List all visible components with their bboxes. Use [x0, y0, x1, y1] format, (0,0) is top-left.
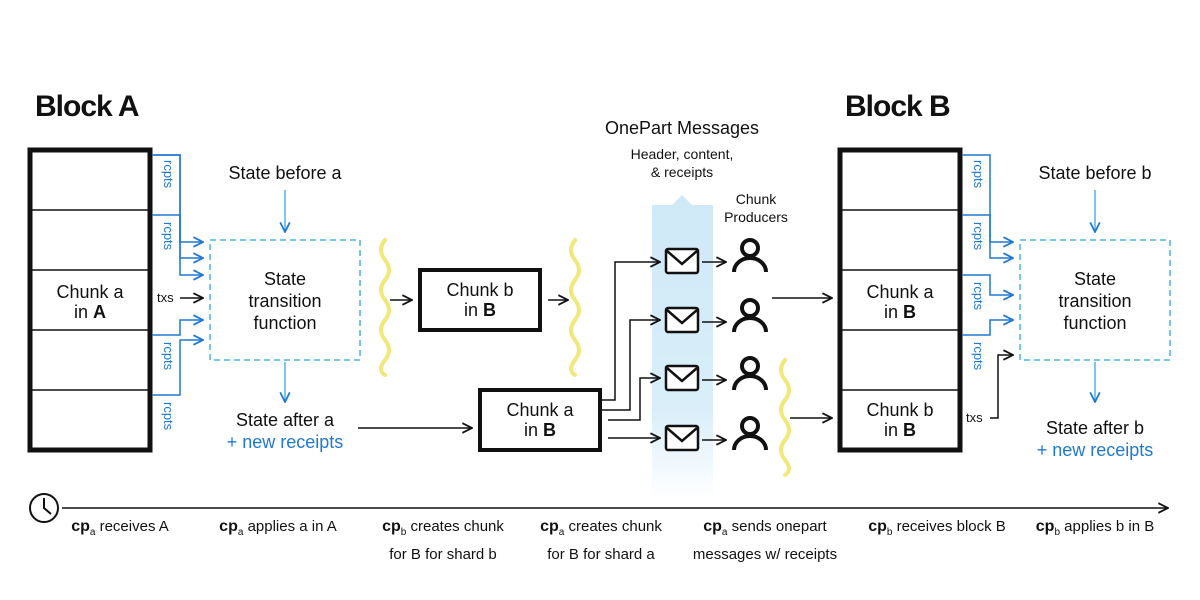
rcpts-label: rcpts — [971, 160, 986, 189]
txs-label: txs — [966, 410, 983, 425]
person-icon — [732, 356, 768, 391]
envelope-icon — [664, 306, 700, 334]
block-b-box — [837, 147, 963, 453]
block-a-title: Block A — [35, 90, 140, 123]
person-icon — [732, 238, 768, 273]
block-a-box — [27, 147, 153, 453]
envelope-icons — [664, 247, 700, 452]
middle-chunk-a-label: Chunk a in B — [506, 400, 574, 440]
onepart-subtitle: Header, content,& receipts — [630, 146, 734, 180]
state-after-a: State after a — [235, 410, 335, 430]
new-receipts-a: + new receipts — [226, 432, 344, 452]
block-b-title: Block B — [845, 90, 951, 123]
person-icon — [732, 298, 768, 333]
onepart-title: OnePart Messages — [604, 118, 760, 138]
yellow-squiggles — [379, 238, 791, 477]
rcpts-label: rcpts — [161, 160, 176, 189]
rcpts-label: rcpts — [161, 342, 176, 371]
onepart-beam — [652, 195, 713, 500]
block-b-chunk-a-label: Chunk a in B — [866, 282, 934, 322]
flow-arrows — [358, 262, 832, 440]
envelope-icon — [664, 247, 700, 275]
person-icons — [732, 238, 768, 451]
stf-a-box — [209, 239, 361, 361]
envelope-icon — [664, 364, 700, 392]
txs-label: txs — [157, 290, 174, 305]
envelope-icon — [664, 424, 700, 452]
rcpts-label: rcpts — [161, 402, 176, 431]
middle-chunk-b-label: Chunk b in B — [446, 280, 514, 320]
block-a-chunk-label: Chunk a in A — [56, 282, 124, 322]
block-b-rcpts-connectors — [962, 154, 1013, 336]
clock-icon — [29, 493, 59, 523]
state-before-b: State before b — [1038, 163, 1152, 183]
timeline-label: cpa receives A — [71, 518, 169, 538]
state-before-a: State before a — [228, 163, 342, 183]
rcpts-label: rcpts — [161, 222, 176, 251]
timeline-label: cpa applies a in A — [219, 518, 337, 538]
state-after-b: State after b — [1045, 418, 1145, 438]
rcpts-label: rcpts — [971, 282, 986, 311]
timeline-label: cpb receives block B — [868, 518, 1006, 538]
timeline-label: cpb applies b in B — [1035, 518, 1155, 538]
block-b-txs-connector — [990, 355, 1013, 419]
rcpts-label: rcpts — [971, 222, 986, 251]
rcpts-label: rcpts — [971, 342, 986, 371]
stf-b-box — [1019, 239, 1171, 361]
person-icon — [732, 416, 768, 451]
middle-chunk-a-box — [478, 388, 602, 452]
middle-chunk-b-box — [418, 268, 542, 332]
block-b-chunk-b-label: Chunk b in B — [866, 400, 934, 440]
block-a-rcpts-connectors — [152, 154, 203, 396]
new-receipts-b: + new receipts — [1036, 440, 1154, 460]
